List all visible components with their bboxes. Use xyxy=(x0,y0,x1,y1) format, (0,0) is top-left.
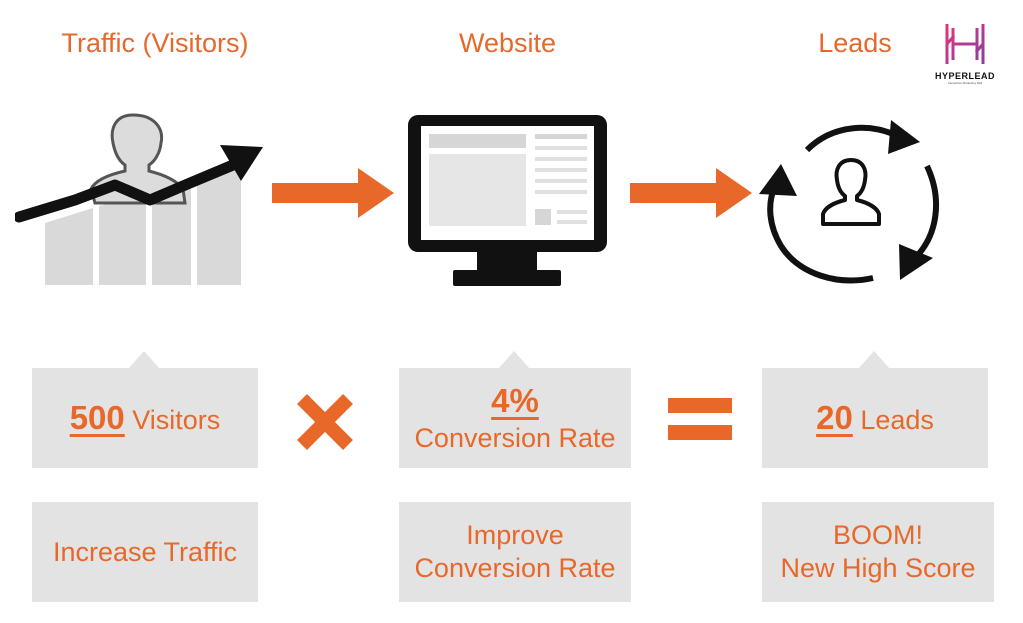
website-monitor-icon xyxy=(405,112,610,292)
increase-traffic-label: Increase Traffic xyxy=(52,536,238,567)
conversion-box: 4% Conversion Rate xyxy=(399,368,631,468)
conversion-label: Conversion Rate xyxy=(414,422,616,453)
arrow-right-icon xyxy=(630,168,755,218)
hyperlead-logo: HYPERLEAD Interactive Marketing Skill xyxy=(932,22,998,86)
box-pointer xyxy=(128,351,160,369)
increase-traffic-box: Increase Traffic xyxy=(32,502,258,602)
leads-label: Leads xyxy=(860,404,934,435)
high-score-line2: New High Score xyxy=(780,553,976,583)
heading-traffic: Traffic (Visitors) xyxy=(61,28,249,58)
traffic-growth-icon xyxy=(13,105,270,290)
leads-box: 20 Leads xyxy=(762,368,988,468)
improve-label-line2: Conversion Rate xyxy=(414,553,616,583)
improve-label-line1: Improve xyxy=(466,520,564,551)
arrow-right-icon xyxy=(272,168,397,218)
heading-website: Website xyxy=(458,28,557,58)
high-score-box: BOOM! New High Score xyxy=(762,502,994,602)
improve-conversion-box: Improve Conversion Rate xyxy=(399,502,631,602)
conversion-number: 4% xyxy=(491,382,539,420)
multiply-icon xyxy=(296,393,354,451)
leads-cycle-icon xyxy=(755,108,945,293)
heading-leads: Leads xyxy=(818,28,892,58)
visitors-label: Visitors xyxy=(132,404,221,435)
visitors-number: 500 xyxy=(69,398,125,436)
leads-number: 20 xyxy=(816,398,853,436)
logo-name: HYPERLEAD xyxy=(934,71,995,81)
equals-icon xyxy=(668,396,732,442)
box-pointer xyxy=(858,351,890,369)
logo-mark-icon xyxy=(945,24,985,64)
visitors-box: 500 Visitors xyxy=(32,368,258,468)
logo-tagline: Interactive Marketing Skill xyxy=(947,81,983,85)
high-score-line1: BOOM! xyxy=(832,520,923,551)
box-pointer xyxy=(498,351,530,369)
